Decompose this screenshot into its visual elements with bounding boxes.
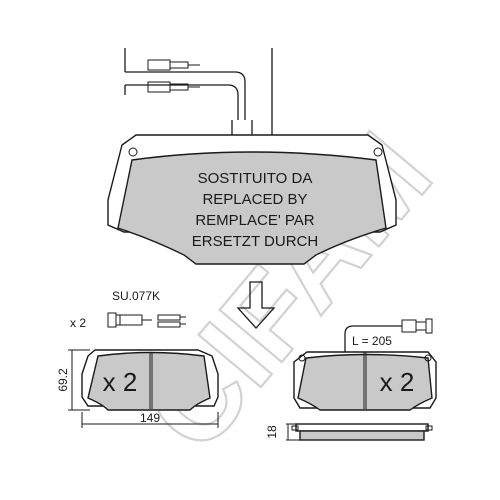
wire-connector-icon <box>401 318 433 334</box>
side-view: 18 <box>265 423 433 441</box>
svg-text:L = 205: L = 205 <box>352 334 392 348</box>
svg-text:x 2: x 2 <box>103 367 138 397</box>
wire-connector-icon <box>147 59 200 93</box>
replaced-by-label: SOSTITUITO DA REPLACED BY REMPLACE' PAR … <box>192 170 318 250</box>
svg-text:REPLACED BY: REPLACED BY <box>202 191 307 208</box>
svg-text:x 2: x 2 <box>380 367 415 397</box>
right-pad: L = 205 x 2 <box>293 318 437 411</box>
svg-text:x 2: x 2 <box>70 316 86 330</box>
sensor-icon <box>107 312 186 328</box>
wear-sensor: SU.077K x 2 <box>70 289 186 330</box>
svg-text:18: 18 <box>265 425 279 439</box>
svg-text:SOSTITUITO DA: SOSTITUITO DA <box>198 170 313 187</box>
arrow-down-icon <box>236 281 276 329</box>
replaced-pad-drawing: SOSTITUITO DA REPLACED BY REMPLACE' PAR … <box>107 48 397 265</box>
svg-text:69.2: 69.2 <box>56 368 70 392</box>
svg-text:149: 149 <box>140 411 160 425</box>
left-pad: x 2 69.2 149 <box>56 349 219 428</box>
svg-text:REMPLACE' PAR: REMPLACE' PAR <box>195 212 314 229</box>
svg-text:SU.077K: SU.077K <box>112 289 160 303</box>
svg-text:ERSETZT DURCH: ERSETZT DURCH <box>192 233 318 250</box>
